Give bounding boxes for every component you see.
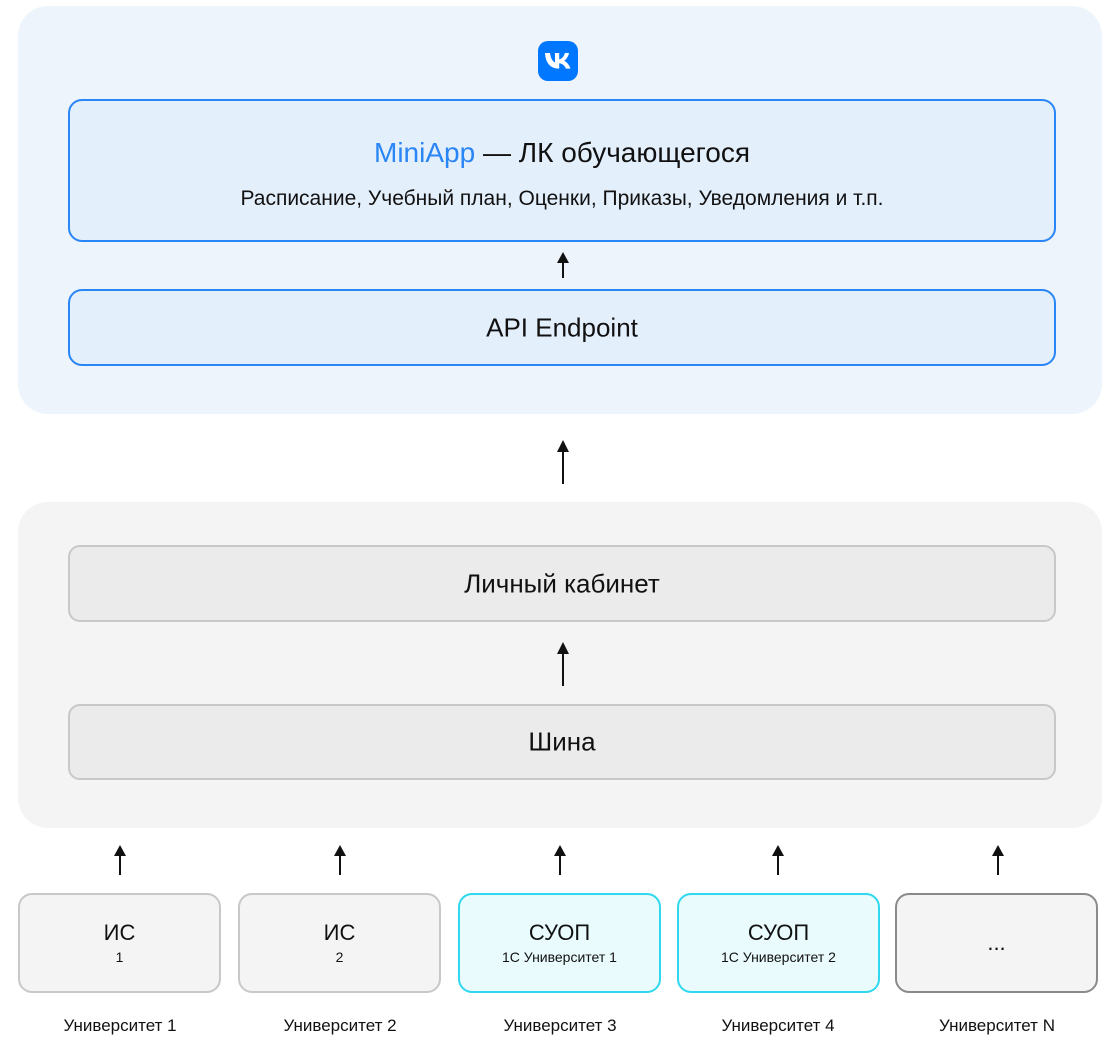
system-title: ИС <box>323 920 356 945</box>
arrow-up-icon <box>771 845 785 875</box>
system-title: ... <box>987 930 1006 955</box>
miniapp-box: MiniApp — ЛК обучающегося Расписание, Уч… <box>68 99 1056 242</box>
miniapp-subtitle: Расписание, Учебный план, Оценки, Приказ… <box>240 187 884 210</box>
arrow-up-icon <box>553 845 567 875</box>
miniapp-title: MiniApp — ЛК обучающегося <box>70 137 1054 169</box>
arrow-up-icon <box>556 252 570 278</box>
university-label: Университет N <box>939 1016 1055 1035</box>
api-endpoint-label: API Endpoint <box>486 312 638 342</box>
system-title: СУОП <box>747 920 810 945</box>
api-endpoint-box: API Endpoint <box>68 289 1056 366</box>
system-title: СУОП <box>528 920 591 945</box>
vk-logo-icon <box>538 41 578 81</box>
system-box-is-1: ИС 1 <box>18 893 221 993</box>
bus-box: Шина <box>68 704 1056 780</box>
university-label: Университет 3 <box>503 1016 617 1035</box>
system-subtitle: 1 <box>115 949 124 965</box>
arrow-up-icon <box>556 642 570 686</box>
university-label: Университет 4 <box>721 1016 835 1035</box>
system-subtitle: 1С Университет 2 <box>721 949 836 965</box>
miniapp-accent-text: MiniApp <box>374 137 476 168</box>
arrow-up-icon <box>991 845 1005 875</box>
arrow-up-icon <box>333 845 347 875</box>
bus-label: Шина <box>528 726 596 757</box>
arrow-up-icon <box>113 845 127 875</box>
university-label: Университет 2 <box>283 1016 397 1035</box>
system-box-more: ... <box>895 893 1098 993</box>
system-box-is-2: ИС 2 <box>238 893 441 993</box>
system-box-suop-1: СУОП 1С Университет 1 <box>458 893 661 993</box>
system-title: ИС <box>103 920 136 945</box>
system-subtitle: 1С Университет 1 <box>502 949 617 965</box>
arrow-up-icon <box>556 440 570 484</box>
university-label: Университет 1 <box>63 1016 177 1035</box>
system-subtitle: 2 <box>335 949 344 965</box>
system-box-suop-2: СУОП 1С Университет 2 <box>677 893 880 993</box>
personal-cabinet-box: Личный кабинет <box>68 545 1056 622</box>
miniapp-title-rest: — ЛК обучающегося <box>475 137 750 168</box>
personal-cabinet-label: Личный кабинет <box>464 568 660 598</box>
